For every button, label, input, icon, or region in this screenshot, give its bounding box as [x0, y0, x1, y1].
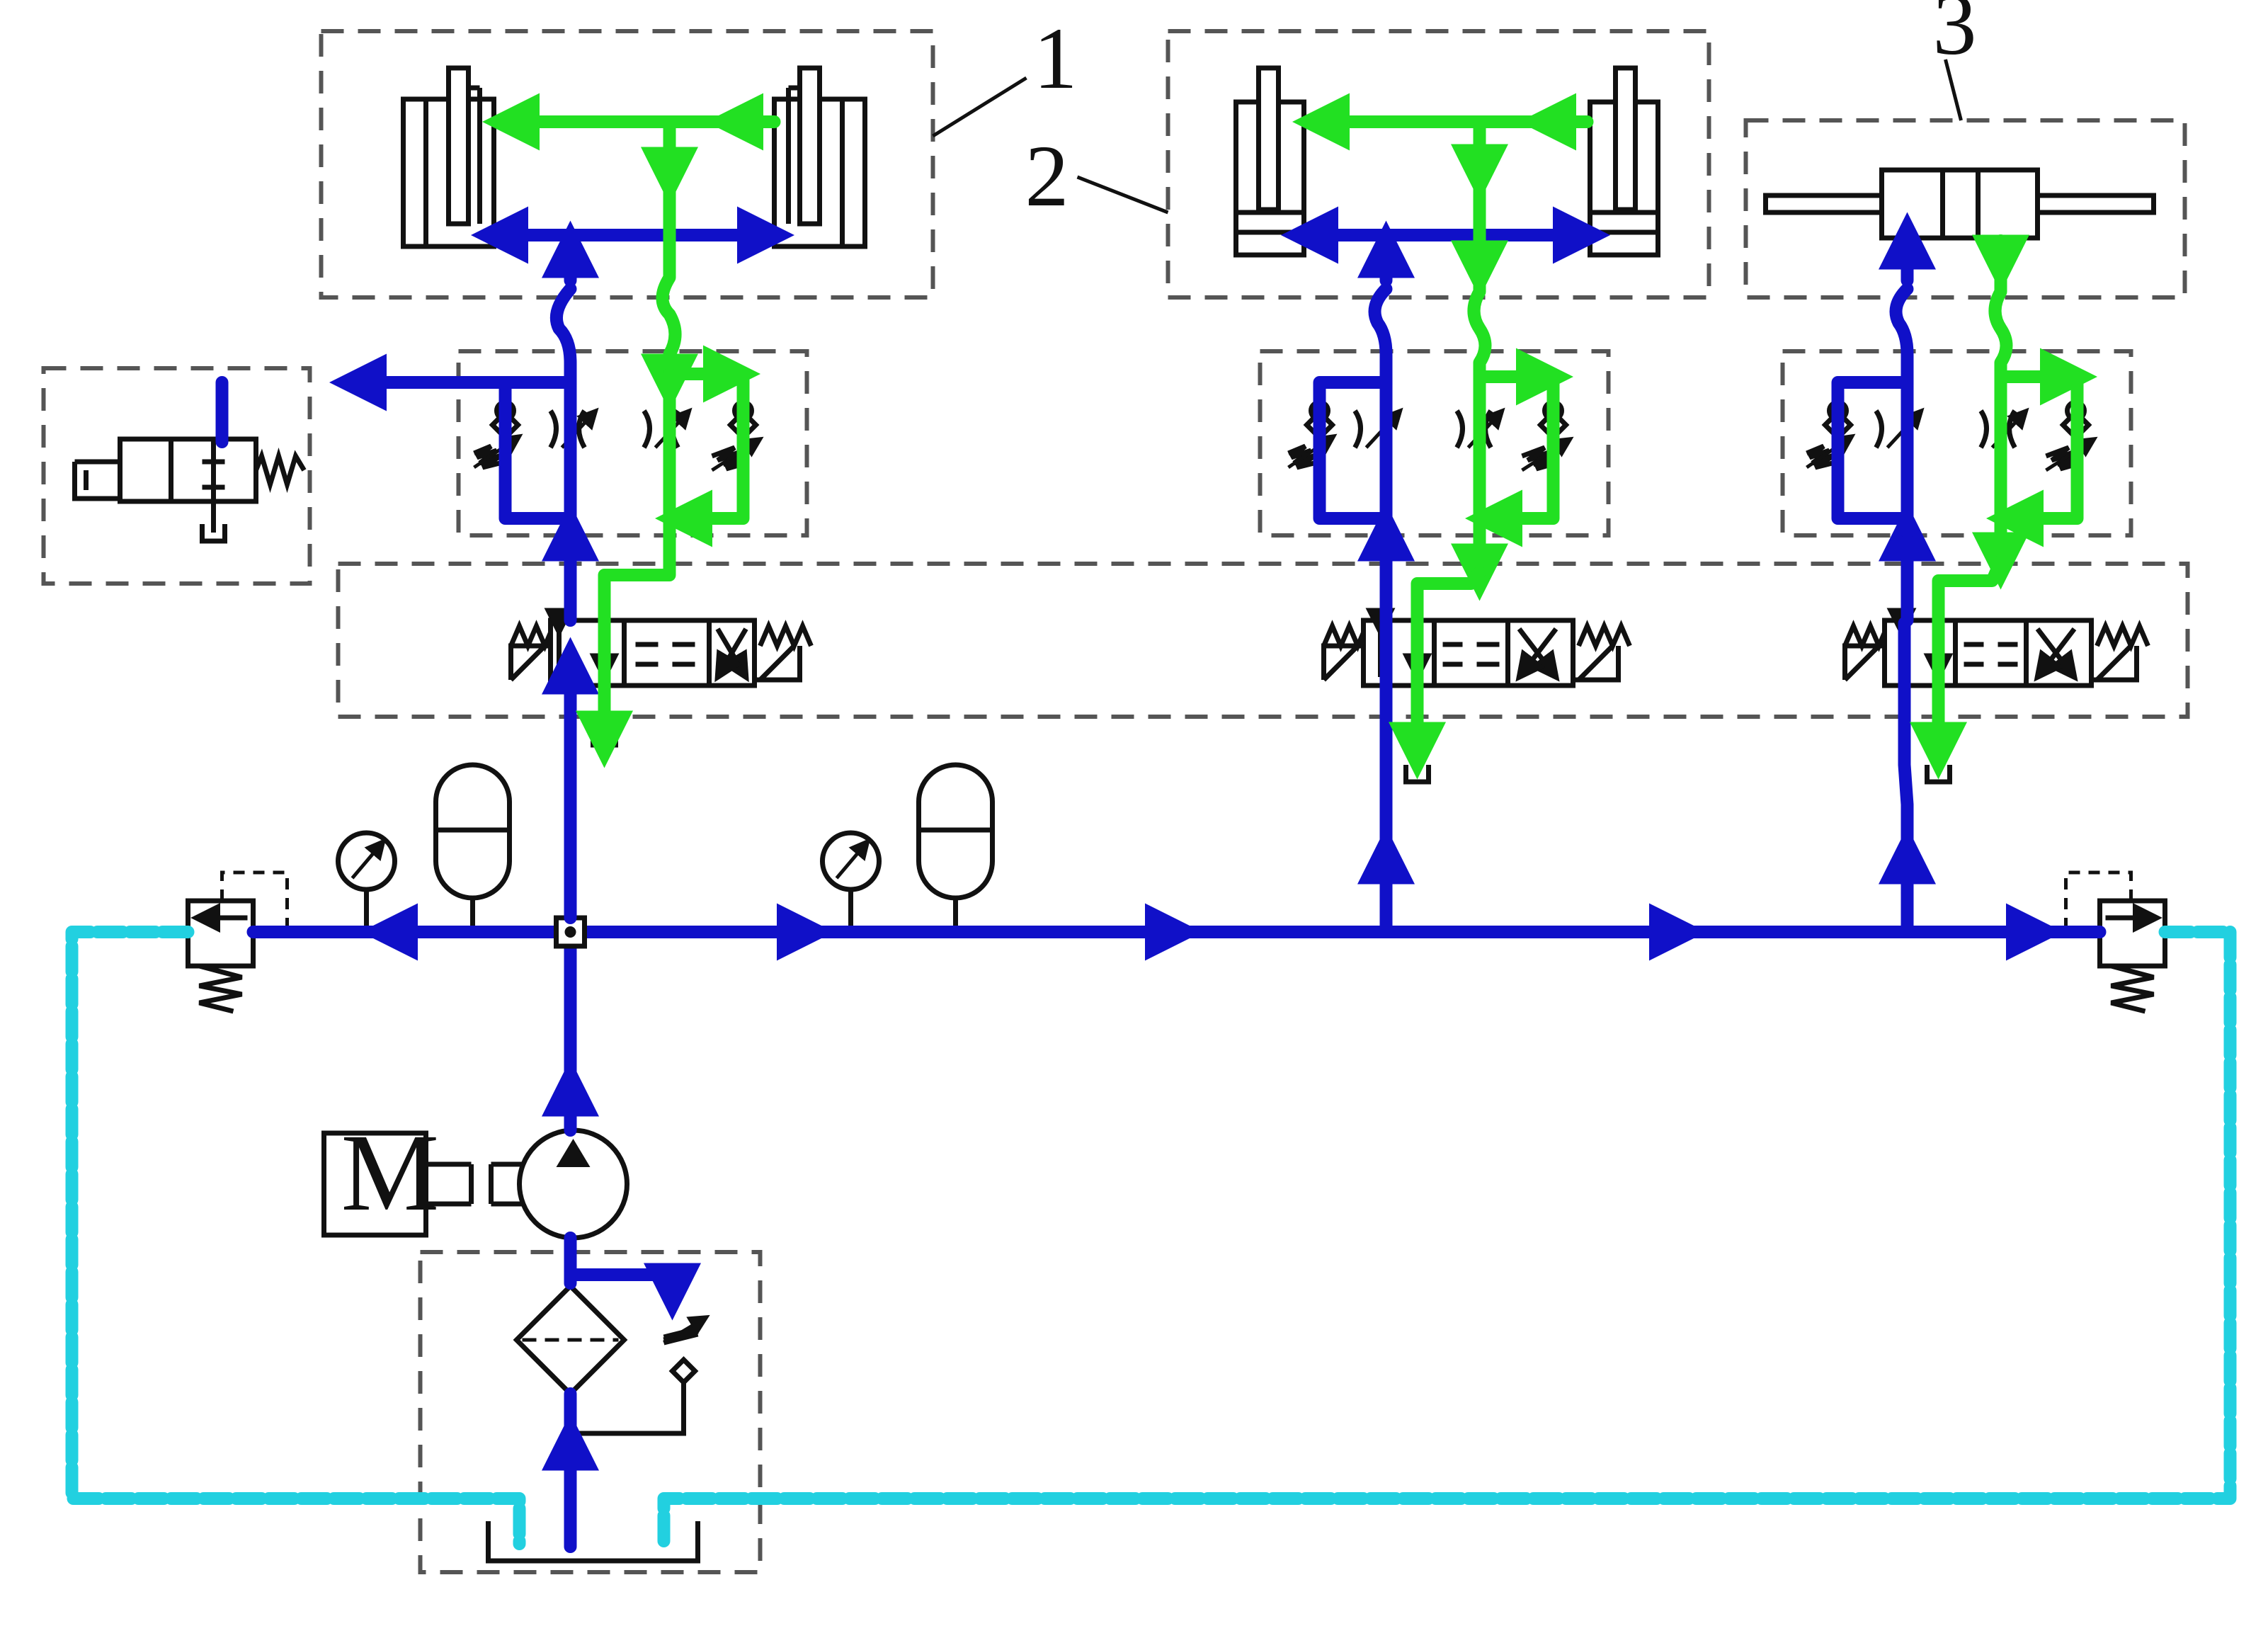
cylinder-right-2 [1588, 65, 1660, 258]
pressure-lines [215, 206, 2107, 1553]
callout-1: 1 [932, 10, 1078, 138]
unloading-valve [72, 436, 307, 544]
throttle-icon [1874, 409, 1884, 449]
flow-control-module-2-box [1258, 349, 1611, 538]
component-boundaries [41, 29, 2190, 1574]
hydraulic-pump [517, 1127, 629, 1241]
directional-valve-1 [508, 608, 814, 748]
relief-valve-right [2064, 870, 2167, 1014]
clamp-cylinder-right [772, 65, 867, 249]
solenoid-icon [1573, 644, 1621, 683]
directional-valve-bank-box [336, 562, 2190, 719]
spring-icon [758, 620, 814, 652]
double-rod-cylinder-3 [1763, 167, 2156, 241]
callout-label-3: 3 [1933, 0, 1977, 73]
flow-control-module-1 [473, 399, 764, 472]
drain-line [65, 926, 2237, 1550]
flow-control-module-3-box [1780, 349, 2133, 538]
actuator-group-3-box [1743, 118, 2187, 300]
pressure-gauge-1 [336, 830, 397, 932]
unloading-valve-box [41, 366, 312, 586]
directional-valve-3 [1842, 608, 2150, 785]
return-lines [482, 93, 2097, 780]
spring-icon [1576, 620, 1632, 652]
relief-valve-left [186, 870, 289, 1014]
clamp-cylinder-left [401, 65, 496, 249]
throttle-icon [1352, 409, 1363, 449]
coupling-icon [426, 1161, 523, 1207]
pressure-gauge-2 [820, 830, 882, 932]
callout-label-1: 1 [1034, 10, 1078, 107]
cylinder-left-2 [1233, 65, 1306, 258]
manual-actuator-icon [72, 459, 120, 501]
callout-3: 3 [1933, 0, 1977, 121]
oil-tank [486, 1521, 700, 1564]
spring-icon [2110, 963, 2155, 1014]
spring-icon [198, 963, 243, 1014]
motor-label: M [341, 1111, 440, 1234]
flow-control-module-3 [1806, 399, 2098, 472]
actuator-group-2 [1233, 65, 1660, 258]
solenoid-icon [2091, 644, 2139, 683]
electric-motor: M [321, 1111, 523, 1238]
accumulator-2 [916, 762, 995, 932]
tank-filter-unit-box [418, 1250, 763, 1574]
actuator-group-1-box [319, 29, 935, 300]
throttle-icon [548, 409, 559, 449]
tank-icon [1925, 765, 1952, 785]
filter-bypass-valve [570, 1314, 710, 1436]
actuator-group-2-box [1166, 29, 1711, 300]
flow-control-module-1-box [456, 349, 809, 538]
spring-icon [253, 447, 307, 494]
callout-2: 2 [1025, 127, 1169, 224]
solenoid-icon [754, 644, 802, 683]
directional-valve-2 [1321, 608, 1632, 785]
actuator-group-1 [401, 65, 867, 249]
tank-icon [1403, 765, 1431, 785]
spring-icon [2095, 620, 2150, 652]
flow-control-module-2 [1287, 399, 1574, 472]
accumulator-1 [433, 762, 512, 932]
callout-label-2: 2 [1025, 127, 1069, 224]
return-filter [513, 1283, 628, 1397]
